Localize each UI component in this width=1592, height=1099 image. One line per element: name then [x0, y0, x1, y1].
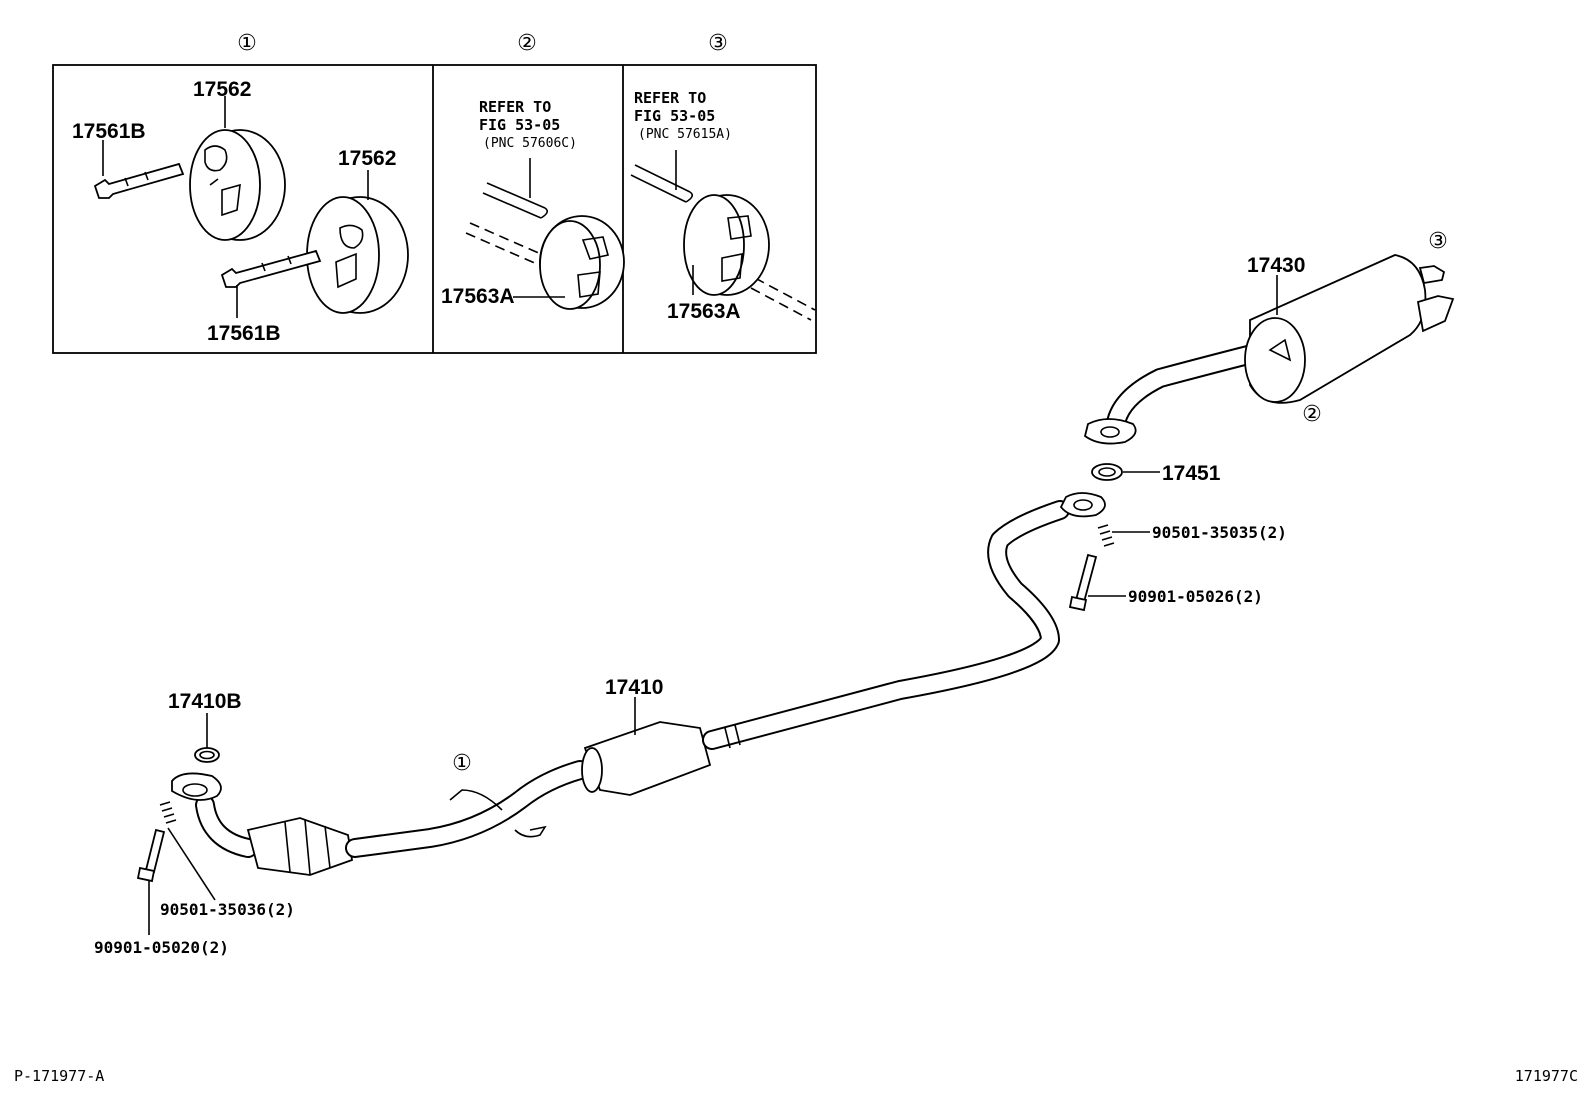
panel-2-pipe-stub: [465, 182, 551, 269]
center-pipe-flange: [1059, 492, 1106, 518]
panel-3-refer-pnc: (PNC 57615A): [638, 127, 732, 142]
label-90501-35035: 90501-35035(2): [1152, 523, 1287, 542]
panel-3-label-17563a: 17563A: [667, 300, 741, 323]
tailpipe-muffler-assembly: [1083, 254, 1455, 445]
inset-callout-3: ③: [708, 31, 728, 56]
label-17410b: 17410B: [168, 690, 242, 713]
panel-1-label-17562-upper: 17562: [193, 78, 251, 101]
panel-2-hanger-rubber: [539, 215, 625, 310]
main-callout-1: ①: [452, 751, 472, 776]
rear-gasket: [1091, 463, 1123, 481]
panel-1-label-17561b-lower: 17561B: [207, 322, 281, 345]
inset-callout-1: ①: [237, 31, 257, 56]
label-17430: 17430: [1247, 254, 1305, 277]
front-pipe-assembly: [195, 760, 590, 876]
rear-spring: [1097, 524, 1115, 547]
front-spring: [159, 801, 177, 824]
label-90501-35036: 90501-35036(2): [160, 900, 295, 919]
label-90901-05020: 90901-05020(2): [94, 938, 229, 957]
main-callout-3: ③: [1428, 229, 1448, 254]
panel-2-refer-line2: FIG 53-05: [479, 116, 560, 134]
inset-frame: [52, 64, 817, 354]
label-90901-05026: 90901-05026(2): [1128, 587, 1263, 606]
footer-left-code: P-171977-A: [14, 1067, 104, 1085]
label-17451: 17451: [1162, 462, 1221, 485]
front-bolt: [136, 828, 166, 883]
panel-2-label-17563a: 17563A: [441, 285, 515, 308]
inset-callout-2: ②: [517, 31, 537, 56]
panel-3-pipe-stub: [630, 164, 816, 321]
label-17410: 17410: [605, 676, 663, 699]
panel-2-refer-pnc: (PNC 57606C): [483, 136, 577, 151]
panel-3-hanger-rubber: [683, 194, 770, 296]
panel-1-bolt-lower: [220, 249, 322, 288]
main-callout-2: ②: [1302, 402, 1322, 427]
panel-1-hanger-rubber-upper: [189, 129, 286, 241]
panel-3-refer-line2: FIG 53-05: [634, 107, 715, 125]
front-flange: [171, 772, 222, 801]
panel-1-label-17561b-upper: 17561B: [72, 120, 146, 143]
panel-3-refer-line1: REFER TO: [634, 89, 706, 107]
panel-1-bolt-upper: [93, 162, 185, 199]
front-gasket: [194, 747, 220, 763]
center-pipe-assembly: [581, 500, 1070, 796]
panel-1-label-17562-lower: 17562: [338, 147, 396, 170]
panel-1-hanger-rubber-lower: [306, 196, 409, 314]
footer-right-code: 171977C: [1515, 1067, 1578, 1085]
rear-bolt: [1068, 553, 1098, 612]
panel-2-refer-line1: REFER TO: [479, 98, 551, 116]
